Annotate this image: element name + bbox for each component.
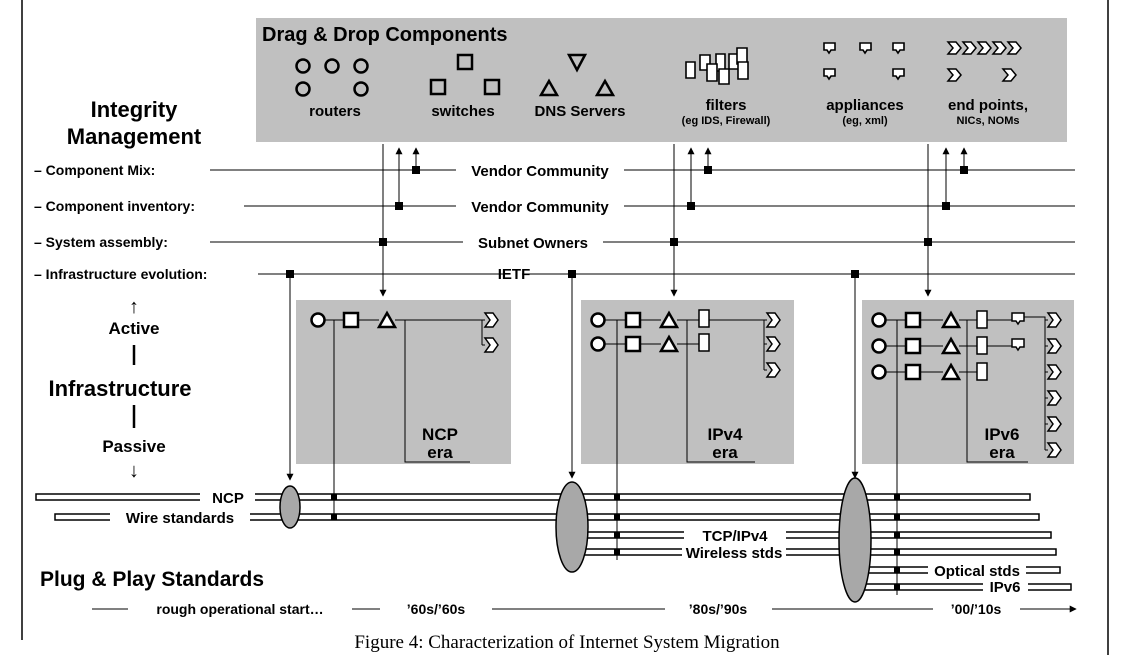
group-label-dns: DNS Servers xyxy=(535,103,626,120)
group-label-appliances: appliances xyxy=(826,97,904,114)
active-arrow-icon: ↑ xyxy=(129,296,139,318)
era-suffix-ipv6: era xyxy=(989,443,1015,462)
bar-nodes xyxy=(331,494,900,590)
passive-label: Passive xyxy=(102,437,165,456)
infrastructure-title: Infrastructure xyxy=(48,376,191,401)
timeline-start: rough operational start… xyxy=(156,601,323,617)
era-name-ipv6: IPv6 xyxy=(985,425,1020,444)
bar-label-ipv6: IPv6 xyxy=(990,579,1021,596)
row-label-component-inventory: – Component inventory: xyxy=(34,198,195,214)
integrity-lines xyxy=(210,169,1075,275)
figure-frame xyxy=(21,0,1109,655)
appliance-icons xyxy=(823,42,905,81)
integrity-title-line2: Management xyxy=(67,124,202,149)
era-box-ncp: NCP era xyxy=(296,300,511,520)
group-label-switches: switches xyxy=(431,103,494,120)
timeline-era-2: ’80s/’90s xyxy=(689,601,748,617)
row-label-infrastructure-evolution: – Infrastructure evolution: xyxy=(34,266,207,282)
standards-title: Plug & Play Standards xyxy=(40,568,264,591)
switch-icons xyxy=(429,53,501,96)
era-suffix-ncp: era xyxy=(427,443,453,462)
palette-connectors xyxy=(286,144,968,481)
group-sub-appliances: (eg, xml) xyxy=(842,115,888,127)
router-icons xyxy=(295,58,369,97)
era-name-ipv4: IPv4 xyxy=(708,425,744,444)
bar-label-tcp-ipv4: TCP/IPv4 xyxy=(702,528,768,545)
component-palette xyxy=(256,18,1067,142)
end-point-icons xyxy=(946,41,1022,82)
group-label-filters: filters xyxy=(706,97,747,114)
owner-component-inventory: Vendor Community xyxy=(471,199,609,216)
era-name-ncp: NCP xyxy=(422,425,458,444)
group-label-end-points: end points, xyxy=(948,97,1028,114)
timeline-era-1: ’60s/’60s xyxy=(407,601,466,617)
group-sub-end-points: NICs, NOMs xyxy=(957,115,1020,127)
owner-system-assembly: Subnet Owners xyxy=(478,235,588,252)
era-box-ipv4: IPv4 era xyxy=(581,300,794,560)
bar-label-optical: Optical stds xyxy=(934,563,1020,580)
dns-server-icons xyxy=(538,53,616,97)
integrity-title-line1: Integrity xyxy=(91,97,179,122)
owner-component-mix: Vendor Community xyxy=(471,163,609,180)
timeline-era-3: ’00/’10s xyxy=(951,601,1002,617)
row-label-component-mix: – Component Mix: xyxy=(34,162,155,178)
row-label-system-assembly: – System assembly: xyxy=(34,234,168,250)
transition-ellipses xyxy=(279,477,872,603)
palette-title: Drag & Drop Components xyxy=(262,24,508,46)
active-label: Active xyxy=(108,319,159,338)
group-label-routers: routers xyxy=(309,103,361,120)
filter-icons xyxy=(685,47,749,85)
figure-caption: Figure 4: Characterization of Internet S… xyxy=(354,632,780,653)
integrity-nodes xyxy=(286,166,968,278)
owner-infrastructure-evolution: IETF xyxy=(498,266,531,283)
era-box-ipv6: IPv6 era xyxy=(862,300,1074,595)
group-sub-filters: (eg IDS, Firewall) xyxy=(682,115,771,127)
bar-label-ncp: NCP xyxy=(212,490,244,507)
bar-label-wire: Wire standards xyxy=(126,510,234,527)
passive-arrow-icon: ↓ xyxy=(129,460,139,482)
era-suffix-ipv4: era xyxy=(712,443,738,462)
bar-label-wireless: Wireless stds xyxy=(686,545,783,562)
